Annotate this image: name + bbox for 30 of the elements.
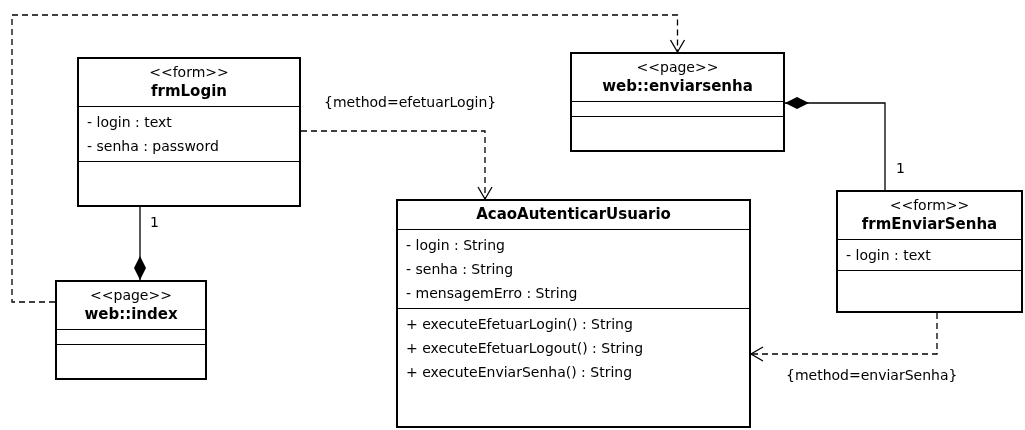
dependency-arrow: [750, 312, 938, 362]
class-box: [570, 52, 785, 152]
stereotype-label: <<page>>: [635, 58, 720, 77]
composition-line: [134, 206, 146, 281]
class-name: frmLogin: [150, 82, 228, 101]
class-box: [836, 190, 1023, 313]
class-box: [77, 57, 301, 207]
stereotype-label: <<page>>: [89, 286, 173, 305]
method-text: + executeEnviarSenha() : String: [406, 363, 634, 382]
edge-label: {method=enviarSenha}: [785, 367, 959, 384]
composition-line: [784, 97, 886, 191]
class-name: web::index: [83, 305, 179, 324]
stereotype-label: <<form>>: [888, 196, 971, 215]
attribute-text: - mensagemErro : String: [406, 284, 579, 303]
class-name: AcaoAutenticarUsuario: [475, 205, 672, 224]
dependency-arrow: [11, 14, 686, 303]
attribute-text: - login : text: [87, 113, 173, 132]
class-name: web::enviarsenha: [601, 77, 754, 96]
attribute-text: - senha : password: [87, 137, 220, 156]
method-text: + executeEfetuarLogin() : String: [406, 315, 634, 334]
dependency-arrow: [300, 130, 493, 200]
class-name: frmEnviarSenha: [860, 215, 999, 234]
class-box: [55, 280, 207, 380]
method-text: + executeEfetuarLogout() : String: [406, 339, 645, 358]
edge-label: {method=efetuarLogin}: [323, 94, 498, 111]
attribute-text: - login : text: [846, 246, 932, 265]
attribute-text: - login : String: [406, 236, 506, 255]
stereotype-label: <<form>>: [148, 63, 230, 82]
class-box: [396, 199, 751, 428]
attribute-text: - senha : String: [406, 260, 515, 279]
